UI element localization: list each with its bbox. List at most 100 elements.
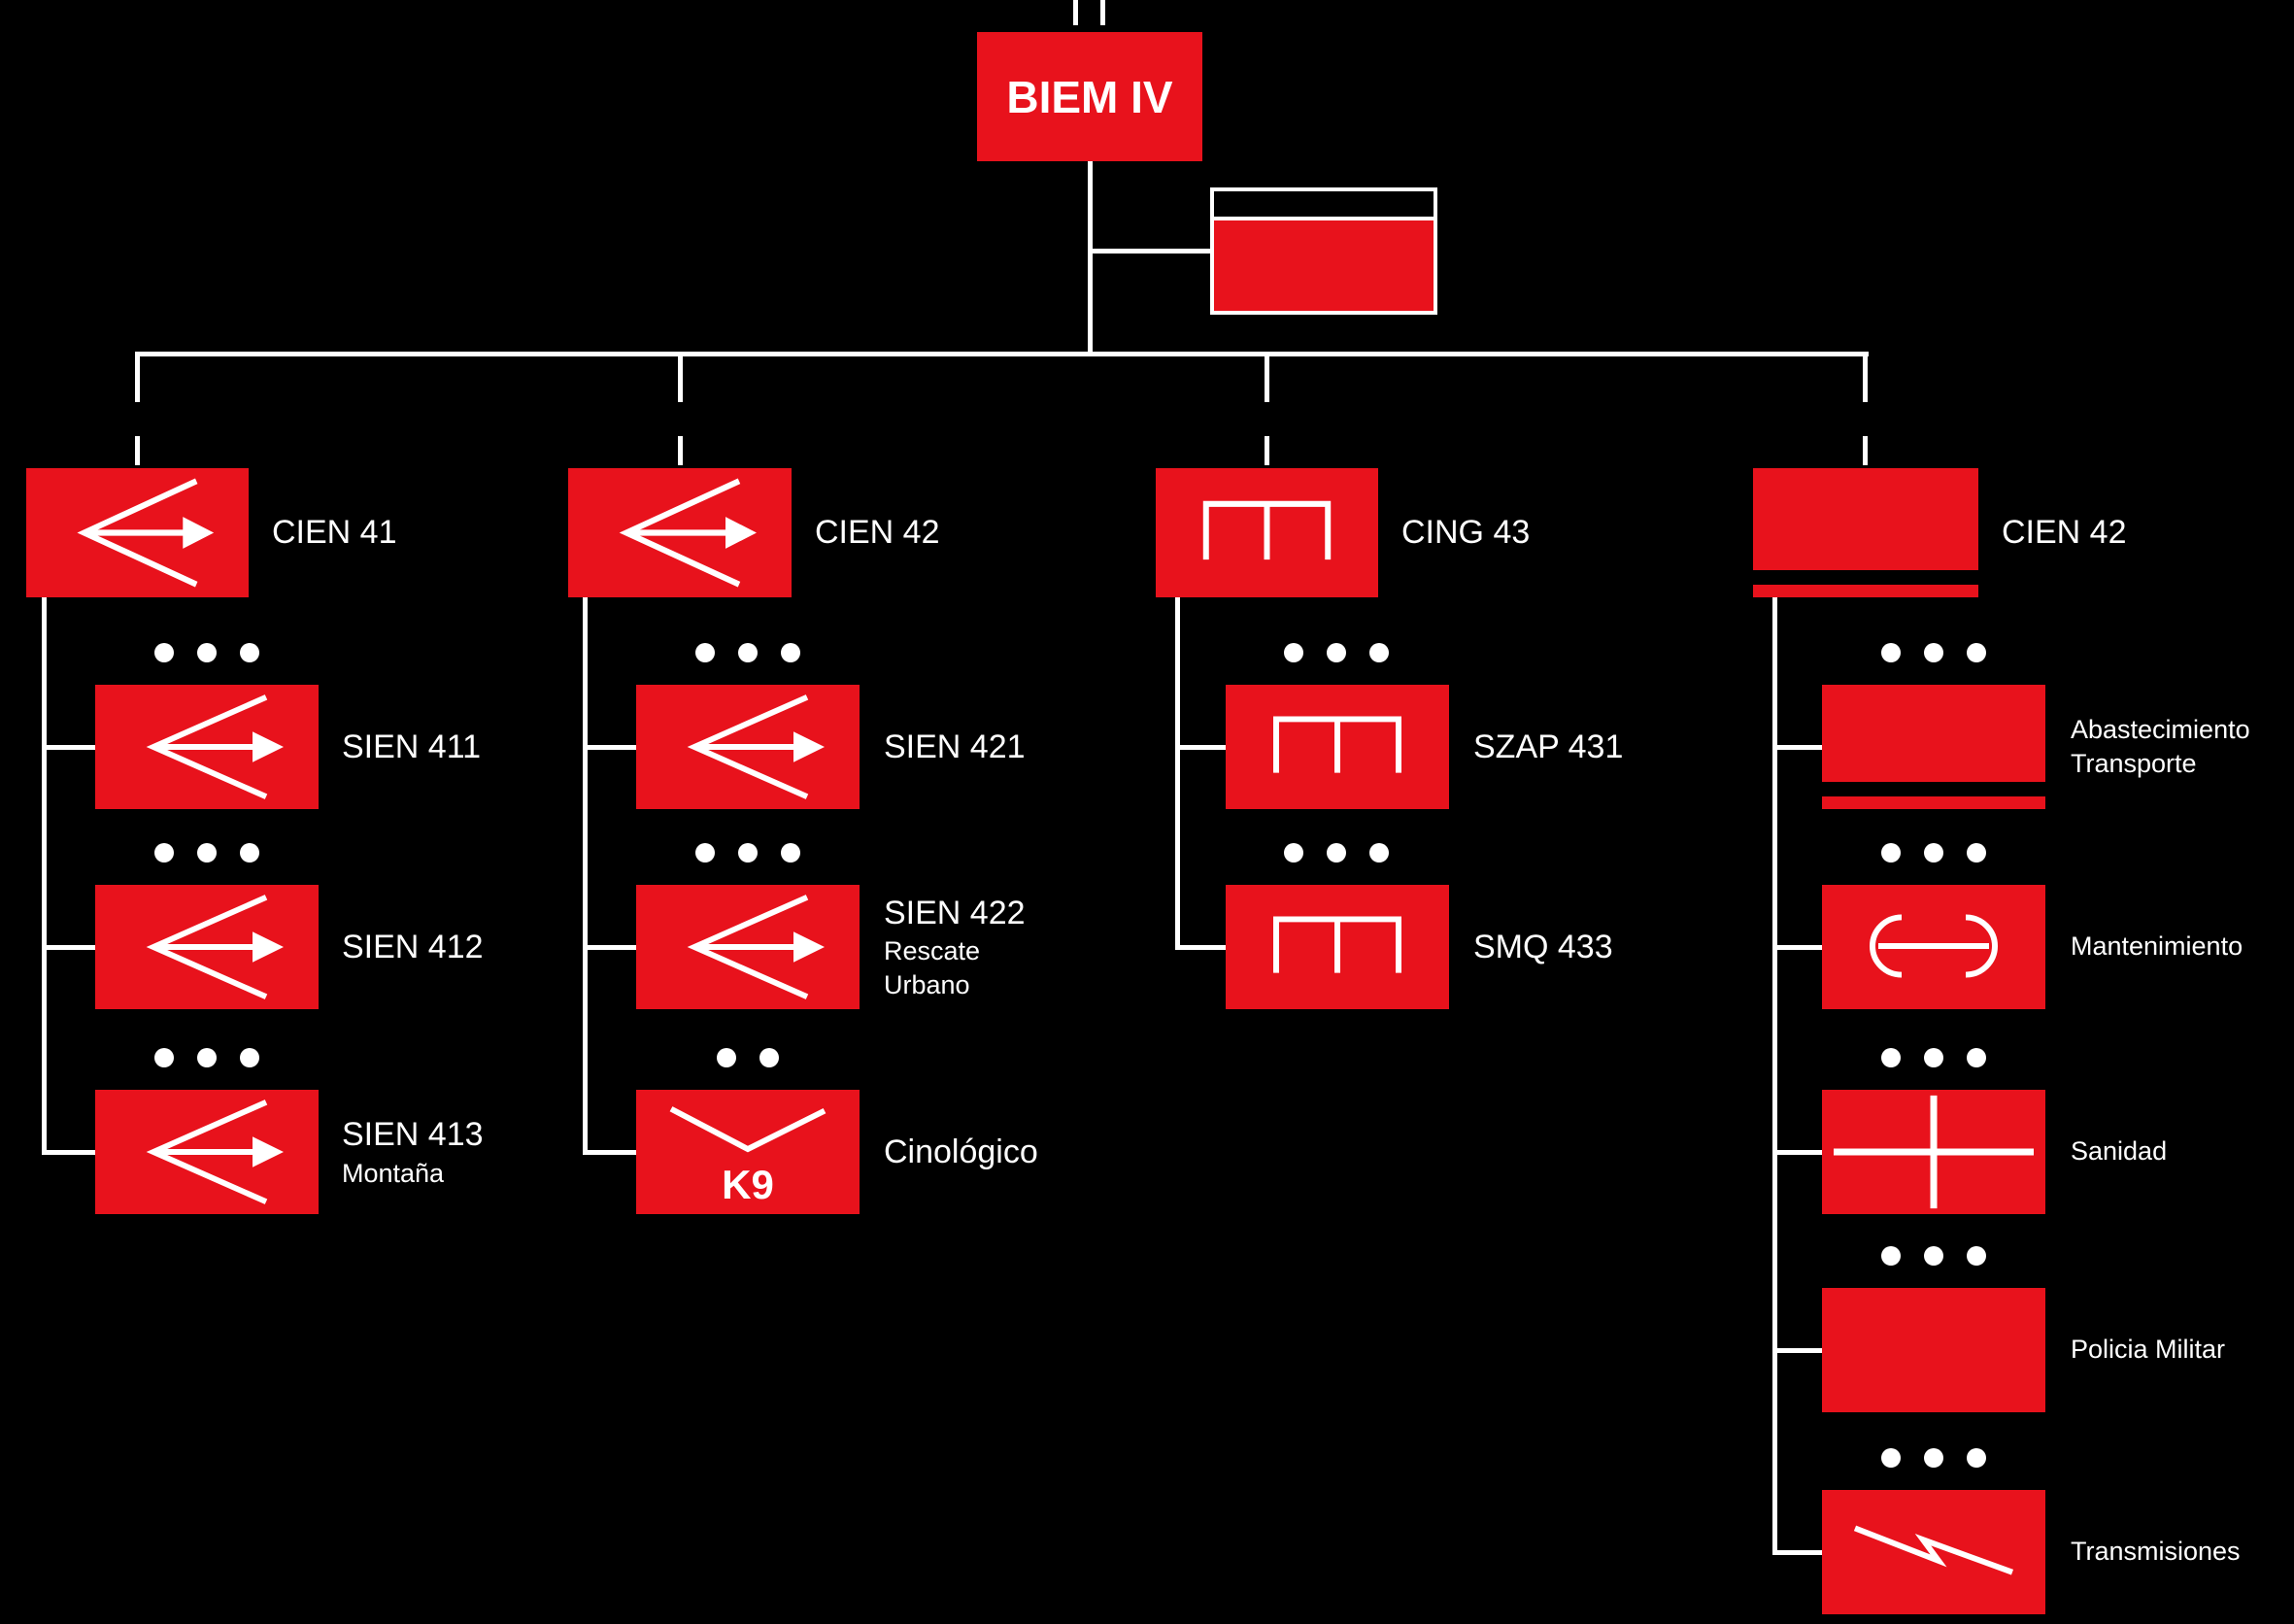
unit-label: Transmisiones xyxy=(2071,1490,2241,1614)
unit-subtitle: Urbano xyxy=(884,970,970,1000)
battalion-echelon-mark xyxy=(1100,0,1105,25)
child-connector-trunk xyxy=(1772,597,1777,1555)
section-dots xyxy=(695,643,800,662)
child-connector-stub xyxy=(1175,945,1226,950)
bridge-symbol-icon xyxy=(1202,500,1332,560)
dot xyxy=(1369,643,1389,662)
dot xyxy=(240,643,259,662)
child-connector-stub xyxy=(1772,1150,1822,1155)
section-dots xyxy=(1284,843,1389,863)
child-connector-trunk xyxy=(1175,597,1180,950)
child-connector-stub xyxy=(42,945,95,950)
section-dots xyxy=(1284,643,1389,662)
dot xyxy=(1967,1048,1986,1067)
engineer-arrow-icon xyxy=(619,478,757,588)
root-unit-box: BIEM IV xyxy=(977,32,1202,161)
unit-box-sien-412 xyxy=(95,885,319,1009)
dot xyxy=(1924,843,1943,863)
unit-box-sien-413 xyxy=(95,1090,319,1214)
dot xyxy=(695,843,715,863)
dot xyxy=(1924,1048,1943,1067)
unit-subtitle: Montaña xyxy=(342,1158,445,1188)
child-connector-stub xyxy=(1175,745,1226,750)
drop-line xyxy=(135,352,140,402)
root-trunk-line xyxy=(1088,161,1093,352)
unit-label: SMQ 433 xyxy=(1473,885,1613,1009)
unit-box-abastecimiento xyxy=(1822,685,2045,809)
unit-name: Transmisiones xyxy=(2071,1537,2241,1567)
section-dots xyxy=(1881,1048,1986,1067)
unit-box-sien-411 xyxy=(95,685,319,809)
child-connector-stub xyxy=(1772,1348,1822,1353)
dot xyxy=(1327,843,1346,863)
engineer-arrow-icon xyxy=(146,1100,284,1204)
unit-label: Mantenimiento xyxy=(2071,885,2243,1009)
unit-box-sien-422 xyxy=(636,885,860,1009)
unit-name: CING 43 xyxy=(1401,514,1531,552)
unit-name: CIEN 42 xyxy=(815,514,940,552)
unit-label: Abastecimiento Transporte xyxy=(2071,685,2250,809)
unit-label: Cinológico xyxy=(884,1090,1038,1214)
unit-name: Mantenimiento xyxy=(2071,931,2243,962)
company-echelon-mark xyxy=(135,436,140,465)
hq-company-box xyxy=(1210,187,1437,315)
medical-cross-icon xyxy=(1834,1095,2034,1209)
child-connector-stub xyxy=(42,745,95,750)
child-connector-stub xyxy=(42,1150,95,1155)
unit-name: SIEN 413 xyxy=(342,1116,484,1154)
unit-box-transmisiones xyxy=(1822,1490,2045,1614)
company-box-cien-42 xyxy=(568,468,792,597)
bridge-symbol-icon xyxy=(1273,916,1401,973)
dot xyxy=(1924,1448,1943,1468)
child-connector-stub xyxy=(583,945,636,950)
unit-box-smq-433 xyxy=(1226,885,1449,1009)
unit-name: SIEN 422 xyxy=(884,894,1026,931)
company-echelon-mark xyxy=(1863,436,1868,465)
unit-name: SIEN 421 xyxy=(884,727,1026,765)
dot xyxy=(1967,843,1986,863)
unit-name: Policia Militar xyxy=(2071,1335,2226,1365)
unit-label: SIEN 411 xyxy=(342,685,481,809)
unit-box-sanidad xyxy=(1822,1090,2045,1214)
unit-name: Cinológico xyxy=(884,1133,1038,1170)
dot xyxy=(154,843,174,863)
company-box-logistics xyxy=(1753,468,1978,597)
dot xyxy=(1881,1048,1901,1067)
dot xyxy=(240,843,259,863)
unit-label: SIEN 413 Montaña xyxy=(342,1090,484,1214)
unit-name: SMQ 433 xyxy=(1473,928,1613,965)
k9-chevron-icon xyxy=(669,1106,827,1153)
dot xyxy=(738,643,758,662)
maintenance-wrench-icon xyxy=(1870,914,1998,978)
unit-name: SIEN 412 xyxy=(342,928,484,965)
dot xyxy=(1369,843,1389,863)
dot xyxy=(197,1048,217,1067)
company-box-cien-41 xyxy=(26,468,249,597)
dot xyxy=(1924,1246,1943,1266)
dot xyxy=(781,843,800,863)
dot xyxy=(1881,1448,1901,1468)
dot xyxy=(1881,843,1901,863)
main-bus-line xyxy=(135,352,1869,356)
drop-line xyxy=(1265,352,1269,402)
dot xyxy=(738,843,758,863)
dot xyxy=(1967,1246,1986,1266)
unit-label: Policia Militar xyxy=(2071,1288,2225,1412)
unit-name: SIEN 411 xyxy=(342,727,482,765)
dot xyxy=(154,643,174,662)
hq-top-band-icon xyxy=(1214,191,1434,220)
dot xyxy=(1881,643,1901,662)
company-echelon-mark xyxy=(678,436,683,465)
unit-box-szap-431 xyxy=(1226,685,1449,809)
child-connector-stub xyxy=(583,1150,636,1155)
company-box-cing-43 xyxy=(1156,468,1378,597)
dot xyxy=(1327,643,1346,662)
unit-label: SIEN 412 xyxy=(342,885,484,1009)
section-dots xyxy=(154,843,259,863)
section-dots xyxy=(695,843,800,863)
child-connector-stub xyxy=(1772,945,1822,950)
dot xyxy=(1284,843,1303,863)
hq-branch-line xyxy=(1090,249,1210,254)
section-dots xyxy=(1881,1246,1986,1266)
